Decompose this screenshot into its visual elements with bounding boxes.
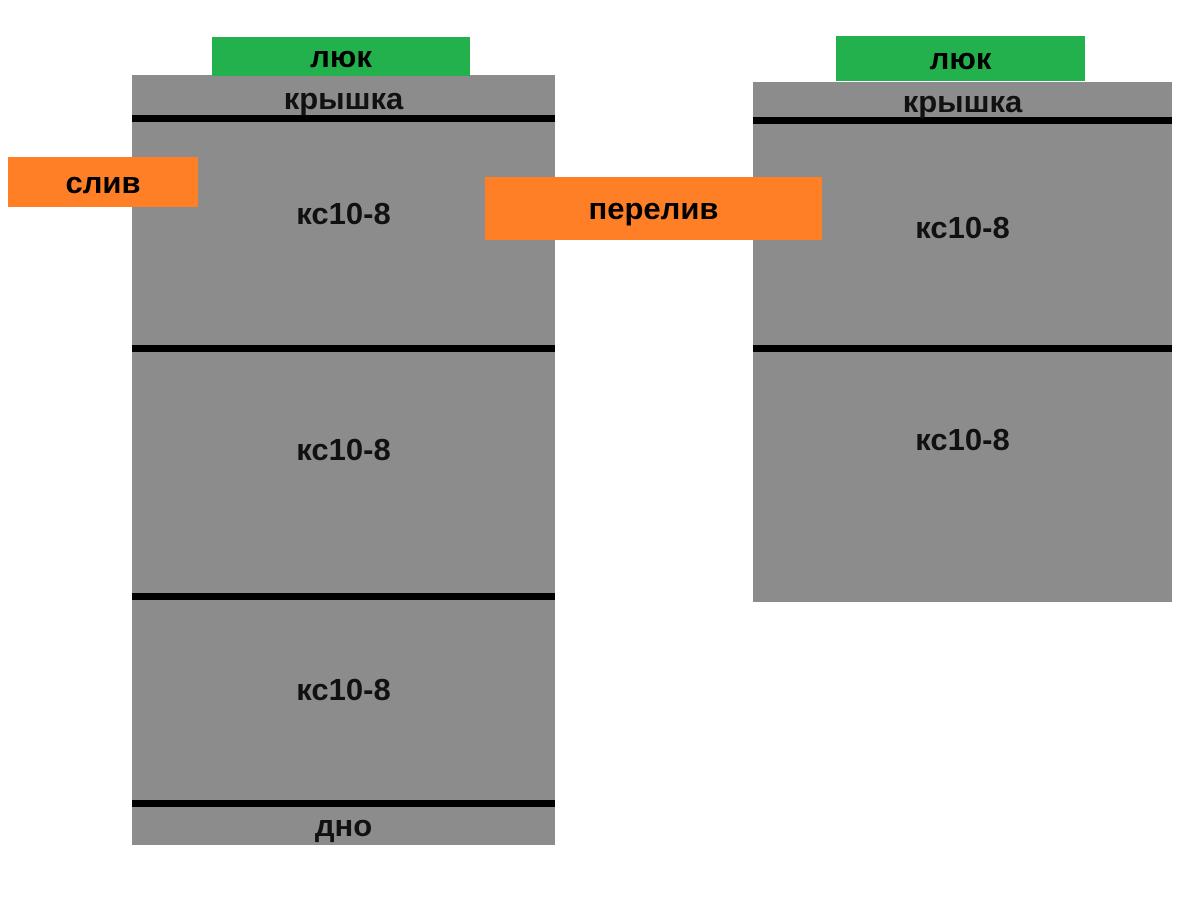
drain-pipe-callout: слив [8,157,198,207]
overflow-pipe-callout: перелив [485,177,822,240]
right-tank-ring-divider-1 [753,345,1172,352]
left-tank-ring-divider-1 [132,345,555,352]
left-tank-ring-divider-2 [132,593,555,600]
left-tank-bottom-divider [132,800,555,807]
left-tank-lid-divider [132,115,555,122]
left-tank-body [132,75,555,845]
right-tank-lid-divider [753,117,1172,124]
right-tank-body [753,82,1172,602]
right-tank-hatch-callout: люк [836,36,1085,81]
left-tank-hatch-callout: люк [212,37,470,76]
